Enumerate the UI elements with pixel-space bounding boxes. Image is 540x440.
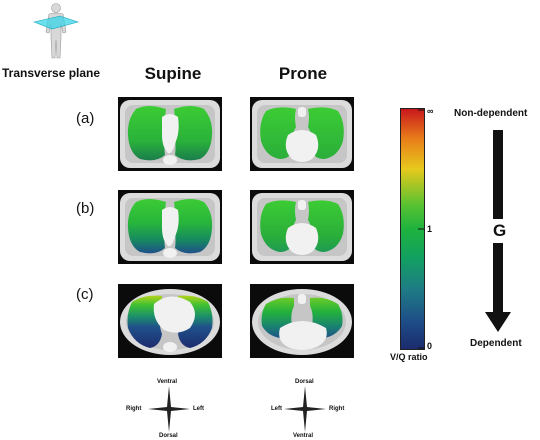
compass-prone-left: Left — [271, 406, 282, 412]
supine-heading: Supine — [144, 64, 202, 83]
ct-image-prone-a — [250, 97, 354, 171]
colorbar-tick-label-top: ∞ — [427, 106, 434, 116]
row-label-a: (a) — [76, 110, 95, 127]
compass-prone-bottom: Ventral — [293, 433, 314, 439]
compass-supine-left: Right — [126, 406, 142, 412]
compass-star-icon — [148, 386, 190, 432]
compass-prone-top: Dorsal — [295, 379, 314, 385]
orientation-compass-supine: Ventral Right Left Dorsal — [126, 378, 212, 440]
transverse-plane-shape — [32, 15, 80, 30]
row-label-b: (b) — [76, 200, 95, 217]
colorbar-tick-label-bottom: 0 — [427, 341, 433, 351]
compass-star-icon — [284, 386, 326, 432]
non-dependent-label: Non-dependent — [454, 108, 528, 119]
colorbar-caption: V/Q ratio — [390, 352, 428, 362]
human-figure-icon — [30, 2, 82, 62]
compass-prone-right: Right — [329, 406, 345, 412]
ct-image-prone-b — [250, 190, 354, 264]
vq-colorbar — [400, 108, 425, 350]
transverse-plane-label: Transverse plane — [2, 66, 101, 80]
prone-heading: Prone — [278, 64, 328, 83]
ct-image-supine-a — [118, 97, 222, 171]
ct-image-supine-c — [118, 284, 222, 358]
compass-supine-right: Left — [193, 406, 204, 412]
gravity-symbol: G — [490, 219, 510, 243]
compass-supine-bottom: Dorsal — [159, 433, 178, 439]
dependent-label: Dependent — [470, 338, 522, 349]
row-label-c: (c) — [76, 286, 94, 303]
colorbar-tick-label-mid: 1 — [427, 224, 433, 234]
ct-image-supine-b — [118, 190, 222, 264]
compass-supine-top: Ventral — [157, 379, 178, 385]
orientation-compass-prone: Dorsal Left Right Ventral — [262, 378, 348, 440]
ct-image-prone-c — [250, 284, 354, 358]
